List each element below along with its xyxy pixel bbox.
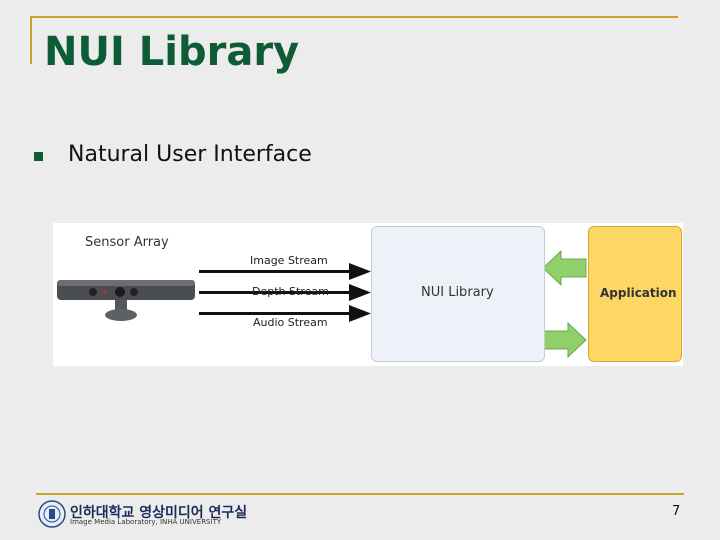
slide-title: NUI Library bbox=[44, 29, 300, 75]
nui-library-box bbox=[371, 226, 545, 362]
title-accent-bar bbox=[30, 16, 32, 64]
lab-logo-text: 인하대학교 영상미디어 연구실 bbox=[70, 505, 248, 521]
university-seal-icon bbox=[38, 500, 66, 528]
depth-stream-label: Depth Stream bbox=[252, 285, 329, 298]
image-stream-label: Image Stream bbox=[250, 254, 328, 267]
sensor-array-label: Sensor Array bbox=[85, 235, 169, 250]
bullet-text: Natural User Interface bbox=[68, 142, 312, 167]
bullet-item: Natural User Interface bbox=[34, 142, 312, 167]
top-rule bbox=[30, 16, 678, 18]
stream-arrows bbox=[199, 263, 371, 322]
lab-logo-subtext: Image Media Laboratory, INHA UNIVERSITY bbox=[70, 518, 222, 526]
page-number: 7 bbox=[672, 504, 681, 519]
bottom-rule bbox=[36, 493, 684, 495]
application-label: Application bbox=[600, 286, 677, 300]
kinect-sensor-icon bbox=[57, 280, 195, 321]
application-box bbox=[588, 226, 682, 362]
green-arrows bbox=[542, 249, 587, 359]
square-bullet-icon bbox=[34, 152, 43, 161]
nui-diagram: Sensor Array Image Stream Depth Stream A… bbox=[53, 223, 683, 366]
audio-stream-label: Audio Stream bbox=[253, 316, 328, 329]
diagram-graphics bbox=[57, 249, 587, 359]
nui-library-label: NUI Library bbox=[421, 285, 494, 300]
